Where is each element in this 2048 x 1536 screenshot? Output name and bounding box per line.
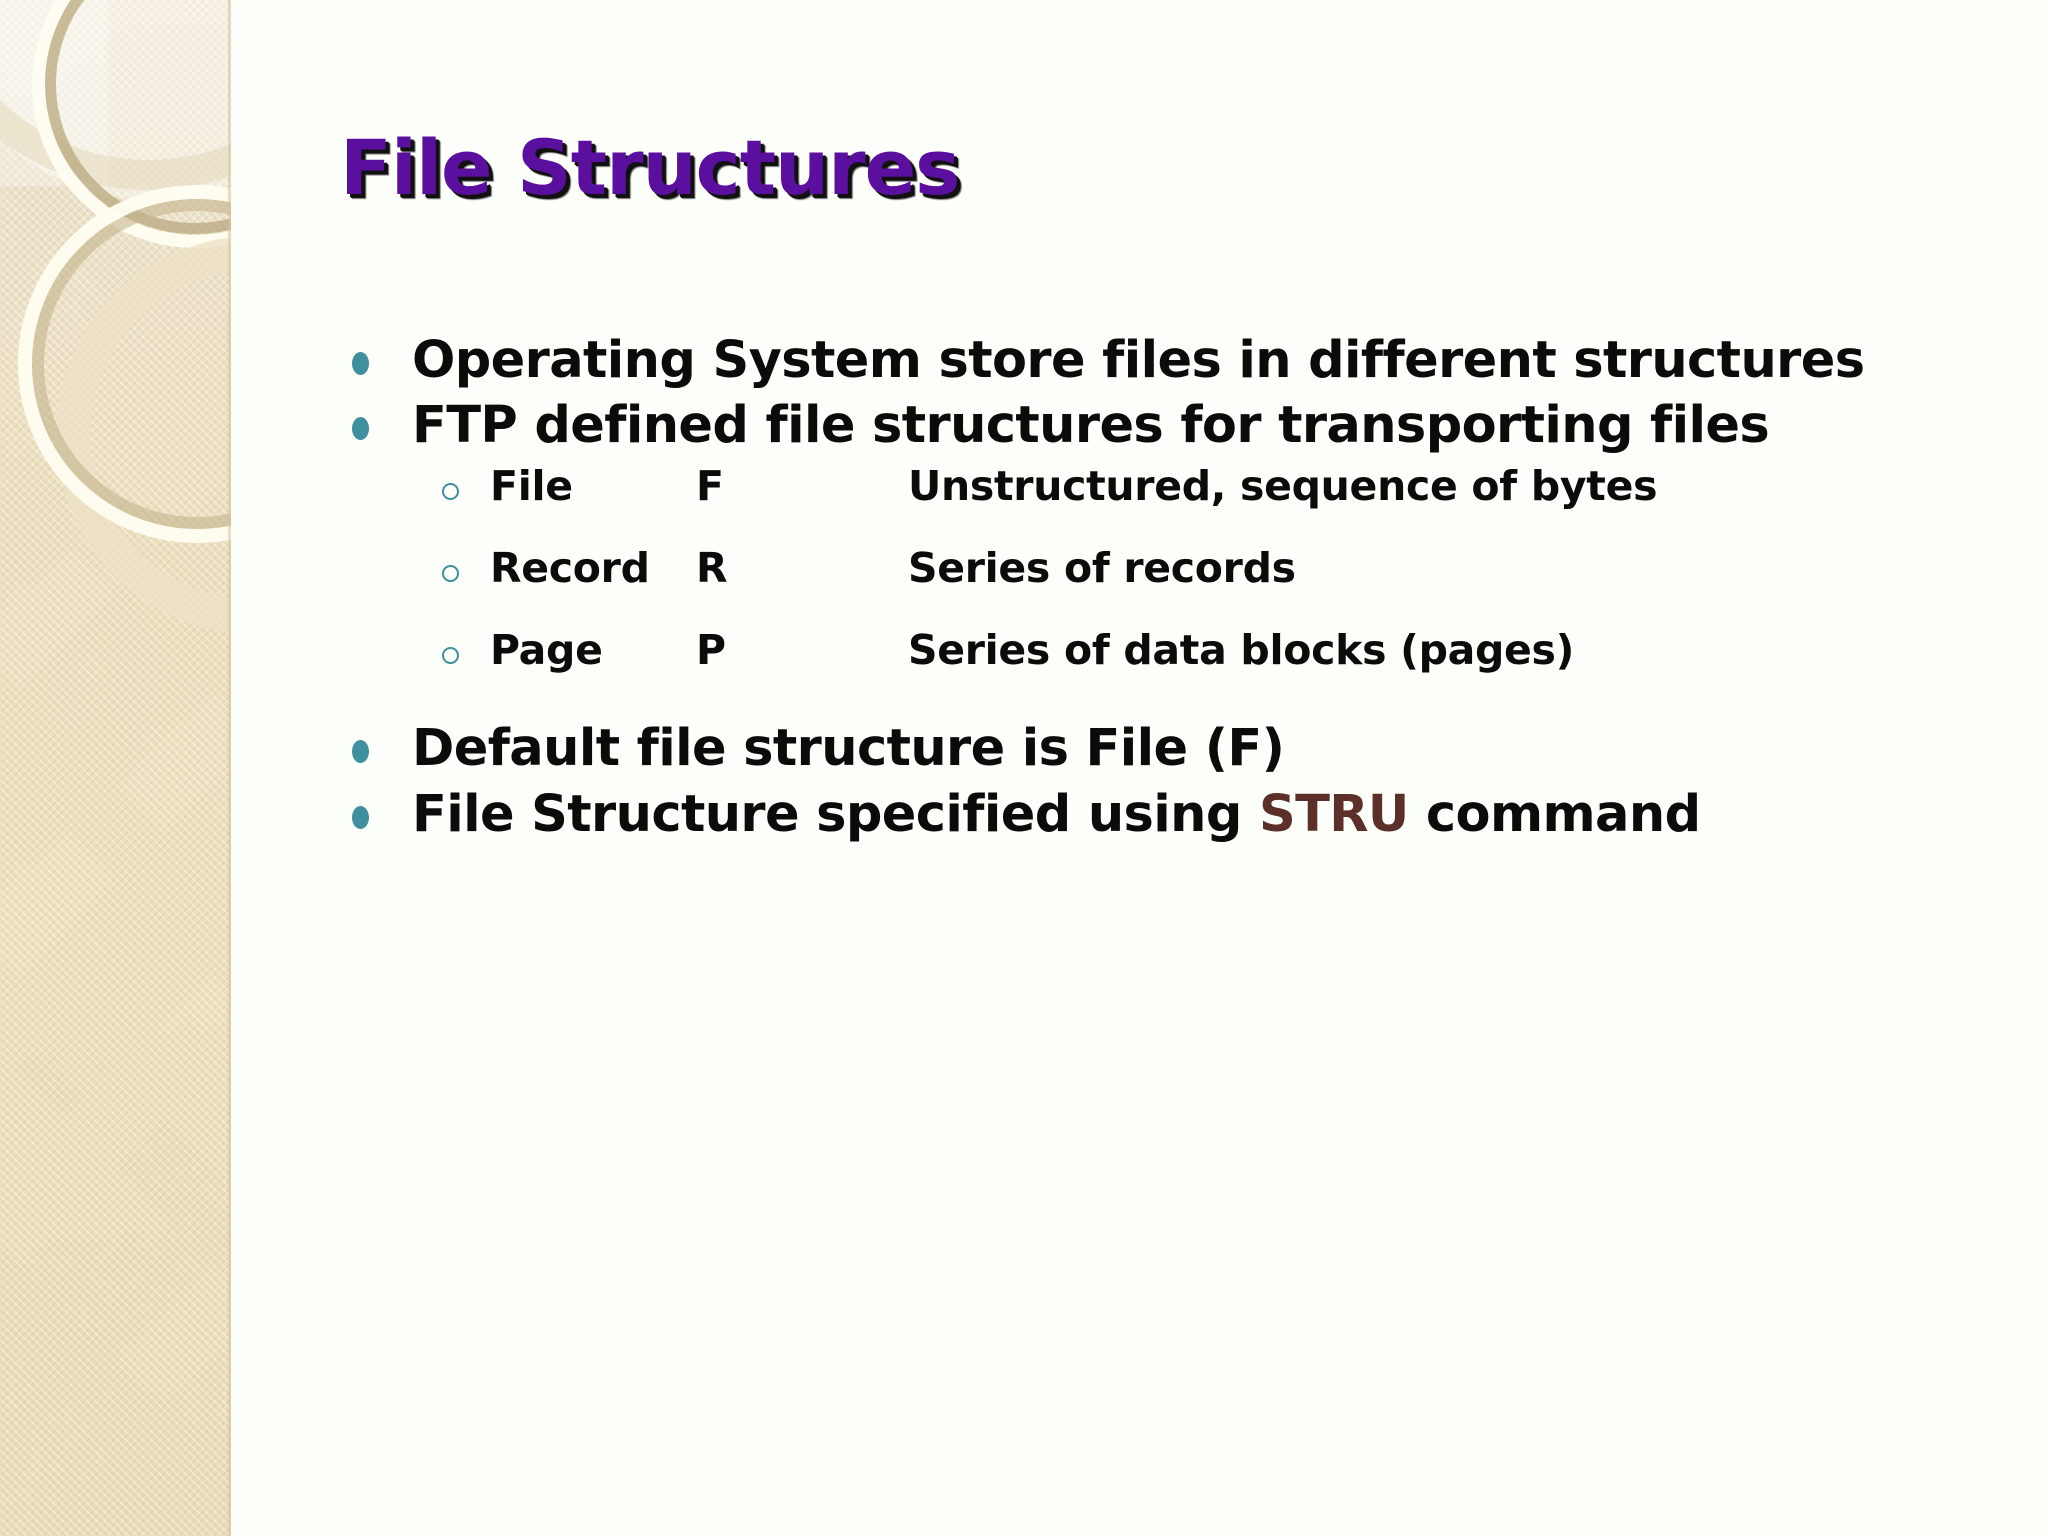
bullet-circle-icon <box>442 565 459 583</box>
structure-description: Series of data blocks (pages) <box>908 626 1575 675</box>
bullet-marker-container <box>352 784 412 834</box>
bullet-dot-icon <box>352 805 369 829</box>
sub-bullet-marker-container <box>442 483 490 505</box>
sub-bullet-marker-container <box>442 647 490 669</box>
bullet-circle-icon <box>442 647 459 665</box>
bullet-item: File Structure specified using STRU comm… <box>352 784 1992 845</box>
structure-description: Unstructured, sequence of bytes <box>908 462 1658 511</box>
structure-name: Record <box>490 544 650 593</box>
bullet-text: FTP defined file structures for transpor… <box>412 396 1770 456</box>
structure-code: P <box>696 626 726 675</box>
stru-keyword: STRU <box>1258 784 1409 844</box>
structure-code: R <box>696 544 728 593</box>
bullet-text-after: command <box>1408 784 1701 844</box>
bullet-dot-icon <box>352 740 369 764</box>
bullet-text: File Structure specified using STRU comm… <box>412 784 1992 845</box>
structure-name: Page <box>490 626 603 675</box>
structure-description: Series of records <box>908 544 1296 593</box>
bullet-item: Operating System store files in differen… <box>352 330 1992 391</box>
bullet-circle-icon <box>442 483 459 501</box>
bullet-dot-icon <box>352 417 369 441</box>
bullet-text: Operating System store files in differen… <box>412 331 1865 390</box>
structure-code: F <box>696 462 724 511</box>
structure-name: File <box>490 462 573 511</box>
sub-bullet-item: File F Unstructured, sequence of bytes <box>442 462 1992 544</box>
bullet-item: Default file structure is File (F) <box>352 718 1992 779</box>
decorative-left-band <box>0 0 231 1536</box>
bullet-marker-container <box>352 718 412 768</box>
bullet-marker-container <box>352 330 412 380</box>
sub-bullet-item: Record R Series of records <box>442 544 1992 626</box>
slide-title: File Structures <box>340 123 960 212</box>
bullet-text: Default file structure is File (F) <box>412 719 1285 779</box>
sub-bullet-list: File F Unstructured, sequence of bytes R… <box>442 462 1992 708</box>
sub-bullet-marker-container <box>442 565 490 587</box>
bullet-text-before: File Structure specified using <box>412 784 1259 844</box>
bullet-dot-icon <box>352 352 369 375</box>
sub-bullet-item: Page P Series of data blocks (pages) <box>442 626 1992 708</box>
slide-body: Operating System store files in differen… <box>352 330 1992 849</box>
band-edge-line <box>228 0 231 1536</box>
bullet-item: FTP defined file structures for transpor… <box>352 395 1992 456</box>
bullet-marker-container <box>352 395 412 445</box>
